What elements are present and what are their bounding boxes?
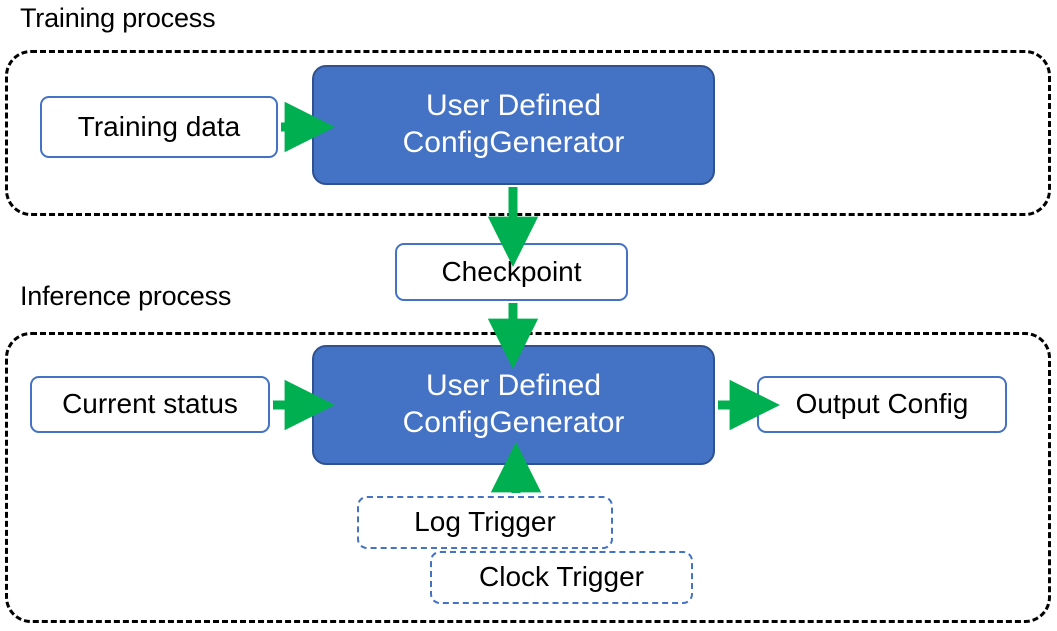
training-process-label: Training process bbox=[20, 3, 216, 33]
node-generator-training-line1: User Defined bbox=[425, 89, 602, 123]
node-generator-inference-line2: ConfigGenerator bbox=[402, 406, 625, 439]
node-output-config-label: Output Config bbox=[795, 388, 969, 420]
node-user-defined-config-generator-inference[interactable]: User Defined ConfigGenerator bbox=[312, 345, 715, 465]
node-log-trigger-label: Log Trigger bbox=[414, 506, 556, 538]
node-generator-inference-line1: User Defined bbox=[425, 369, 602, 403]
node-current-status[interactable]: Current status bbox=[30, 376, 270, 433]
node-log-trigger[interactable]: Log Trigger bbox=[357, 496, 613, 549]
node-clock-trigger-label: Clock Trigger bbox=[479, 561, 644, 593]
node-generator-training-line2: ConfigGenerator bbox=[402, 126, 625, 159]
node-training-data[interactable]: Training data bbox=[40, 96, 278, 158]
training-process-container bbox=[5, 50, 1051, 216]
node-user-defined-config-generator-training[interactable]: User Defined ConfigGenerator bbox=[312, 65, 715, 185]
node-checkpoint[interactable]: Checkpoint bbox=[395, 243, 628, 301]
node-output-config[interactable]: Output Config bbox=[757, 376, 1007, 433]
inference-process-label: Inference process bbox=[20, 281, 232, 311]
node-training-data-label: Training data bbox=[77, 110, 241, 142]
node-clock-trigger[interactable]: Clock Trigger bbox=[430, 551, 693, 604]
node-current-status-label: Current status bbox=[62, 388, 238, 420]
node-checkpoint-label: Checkpoint bbox=[441, 255, 582, 287]
